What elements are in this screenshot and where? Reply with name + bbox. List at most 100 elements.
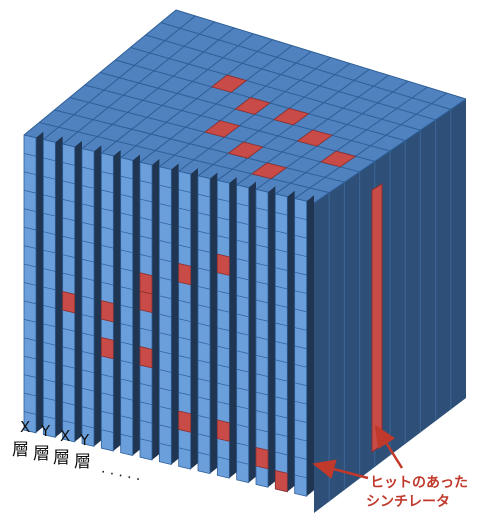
bar-cell-line — [255, 354, 269, 359]
bar-cell-line — [101, 189, 114, 194]
bar-cell-line — [294, 400, 307, 405]
bar-cell-line — [62, 254, 75, 258]
bar-cell-line — [178, 318, 191, 322]
bar-cell-line — [139, 198, 153, 203]
hit-cell-9 — [216, 253, 230, 276]
bar-cell-line — [294, 308, 307, 313]
hit-cell-8 — [178, 410, 192, 433]
bar-cell-line — [23, 392, 37, 397]
arrow-to-front-hit — [312, 459, 369, 480]
bar-cell-line — [62, 199, 75, 203]
bar-cell-line — [159, 332, 172, 336]
bar-cell-line — [236, 442, 249, 447]
bar-cell-line — [101, 429, 114, 433]
bar-cell-line — [294, 216, 307, 221]
bar-cell-line — [43, 212, 56, 217]
bar-cell-line — [294, 327, 307, 331]
bar-cell-line — [236, 239, 249, 244]
bar-cell-line — [81, 406, 95, 410]
bar-cell-line — [43, 194, 56, 198]
bar-cell-line — [62, 420, 75, 424]
top-hit-cell-1 — [210, 74, 248, 93]
bar-cell-line — [255, 244, 269, 248]
arrow-to-side-hit — [374, 424, 404, 469]
bar-cell-line — [159, 350, 172, 355]
bar-cell-line — [275, 248, 288, 253]
top-hit-cell-2 — [234, 97, 271, 115]
bar-cell-line — [43, 231, 56, 235]
bar-cell-line — [255, 318, 269, 322]
bar-cell-line — [101, 244, 114, 249]
bar-cell-line — [197, 433, 211, 438]
top-grid-line — [54, 109, 345, 183]
bar-cell-line — [23, 355, 37, 360]
bar-cell-line — [159, 369, 172, 373]
bar-cell-line — [178, 373, 191, 378]
hit-cell-1 — [62, 291, 76, 314]
bar-cell-line — [81, 185, 95, 189]
bar-cell-line — [275, 322, 288, 327]
bar-cell-line — [23, 171, 37, 176]
bar-cell-line — [139, 419, 153, 424]
bar-cell-line — [139, 383, 153, 387]
bar-cell-line — [275, 267, 288, 271]
bar-cell-line — [139, 438, 153, 442]
bar-cell-line — [159, 442, 172, 447]
bar-cell-line — [81, 369, 95, 374]
bar-cell-line — [159, 424, 172, 429]
bar-cell-line — [178, 447, 191, 451]
bar-cell-line — [217, 327, 230, 331]
bar-cell-line — [255, 391, 269, 396]
bar-cell-line — [217, 456, 230, 461]
bar-cell-line — [62, 235, 75, 240]
bar-cell-line — [159, 406, 172, 410]
bar-cell-line — [275, 396, 288, 400]
bar-cell-line — [62, 364, 75, 369]
bar-gap-10 — [209, 172, 218, 474]
bar-cell-line — [139, 217, 153, 221]
hit-cell-10 — [216, 419, 230, 442]
bar-cell-line — [197, 341, 211, 345]
bar-gap-11 — [229, 177, 237, 479]
bar-cell-line — [120, 397, 133, 401]
bar-cell-line — [275, 341, 288, 345]
bar-cell-line — [294, 235, 307, 239]
bar-cell-line — [236, 313, 249, 318]
bar-cell-line — [275, 212, 288, 216]
bar-cell-line — [43, 157, 56, 162]
bar-cell-line — [120, 378, 133, 383]
bar-cell-line — [294, 456, 307, 460]
bar-cell-line — [294, 419, 307, 423]
bar-cell-line — [120, 323, 133, 327]
top-hit-cell-6 — [204, 120, 241, 138]
bar-cell-line — [101, 226, 114, 231]
bar-gap-9 — [190, 168, 198, 470]
side-hit-stripe — [371, 183, 383, 453]
bar-cell-line — [197, 415, 211, 419]
bar-cell-line — [236, 221, 249, 225]
layer-kanji-1: 層 — [12, 440, 29, 460]
bar-cell-line — [197, 304, 211, 309]
bar-cell-line — [255, 225, 269, 230]
hit-cell-12 — [274, 469, 288, 493]
bar-cell-line — [23, 245, 37, 249]
bar-cell-line — [236, 332, 249, 336]
y-layer-letter-2: Y — [79, 431, 90, 449]
bar-cell-line — [81, 387, 95, 392]
bar-cell-line — [178, 392, 191, 396]
bar-cell-line — [81, 277, 95, 281]
bar-cell-line — [294, 290, 307, 294]
bar-cell-line — [236, 424, 249, 428]
bar-cell-line — [43, 176, 56, 180]
top-hit-cell-4 — [296, 129, 333, 147]
bar-cell-line — [255, 262, 269, 267]
layer-kanji-4: 層 — [74, 452, 91, 472]
bar-cell-line — [217, 364, 230, 368]
bar-cell-line — [217, 345, 230, 350]
bar-cell-line — [197, 378, 211, 382]
bar-cell-line — [23, 300, 37, 305]
bar-cell-line — [81, 222, 95, 226]
bar-cell-line — [101, 171, 114, 175]
x-layer-letter-1: X — [20, 418, 30, 436]
bar-cell-line — [43, 415, 56, 420]
